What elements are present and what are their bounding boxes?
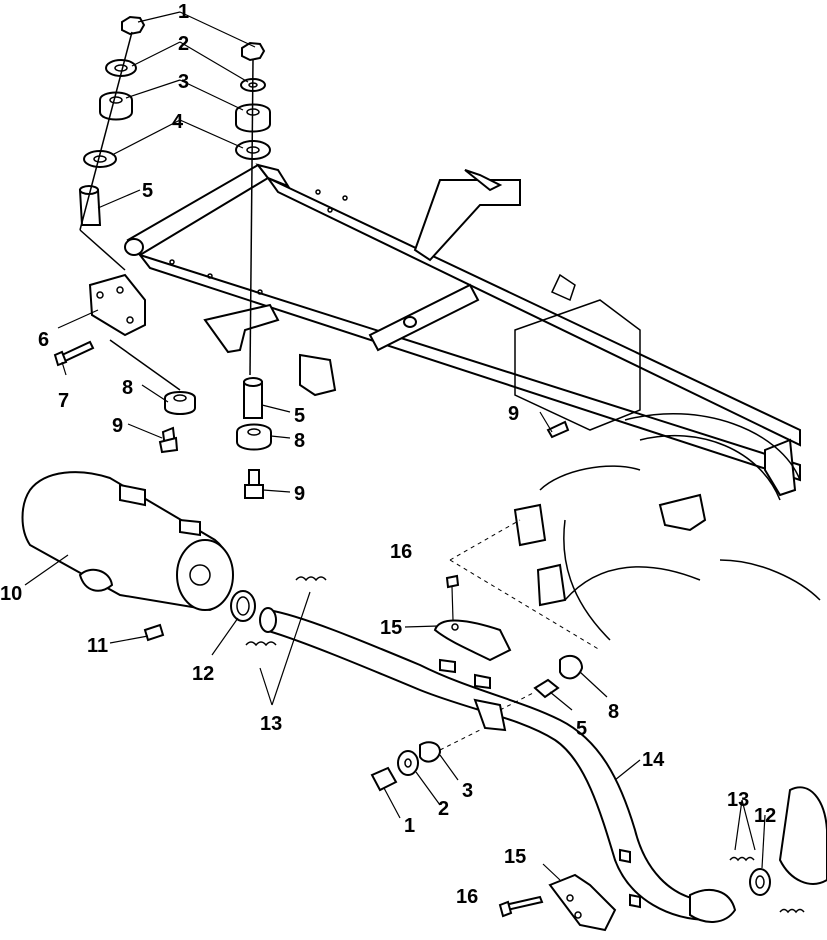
left-bracket-group (53, 229, 196, 454)
callout-9-center: 9 (294, 483, 305, 505)
callout-5-lower: 5 (576, 718, 587, 740)
muffler-group (21, 471, 327, 647)
callout-14: 14 (642, 749, 665, 771)
callout-6: 6 (38, 329, 49, 351)
callout-16-top: 16 (390, 541, 412, 563)
left-mount-stack (78, 15, 146, 231)
bracket-part-15-bottom (548, 873, 617, 932)
callout-11: 11 (87, 635, 108, 657)
bracket-part-6 (88, 273, 146, 337)
callout-7: 7 (58, 390, 69, 412)
callout-13-right: 13 (727, 789, 749, 811)
nut-part-1-center (241, 41, 266, 62)
bolt-part-9-right (546, 420, 570, 439)
callout-3-top: 3 (178, 71, 189, 93)
gasket-part-12 (230, 590, 256, 622)
bolt-part-16-top (445, 574, 460, 589)
spring-part-13b (245, 641, 277, 647)
nut-part-1 (121, 15, 146, 36)
callout-12-left: 12 (192, 663, 214, 685)
callout-2-top: 2 (178, 33, 189, 55)
exhaust-pipe-group (259, 607, 737, 923)
callout-9-left: 9 (112, 415, 123, 437)
callout-5-center: 5 (294, 405, 305, 427)
callout-15-top: 15 (380, 617, 402, 639)
frame (124, 163, 821, 651)
callout-8-center: 8 (294, 430, 305, 452)
leader-lines (24, 11, 766, 881)
callout-3-lower: 3 (462, 780, 473, 802)
callout-10: 10 (0, 583, 22, 605)
callout-5-left: 5 (142, 180, 153, 202)
callout-1-top: 1 (178, 1, 189, 23)
bolt-part-7 (60, 340, 95, 363)
callout-16-bottom: 16 (456, 886, 478, 908)
right-elbow-group (729, 786, 827, 914)
callout-8-lower: 8 (608, 701, 619, 723)
brackets-15-16 (433, 574, 617, 932)
callout-9-right: 9 (508, 403, 519, 425)
callout-15-bottom: 15 (504, 846, 526, 868)
bolt-part-11 (143, 623, 165, 642)
callout-4: 4 (172, 111, 184, 133)
grommet-part-3 (99, 91, 133, 121)
callout-13-left: 13 (260, 713, 282, 735)
grommet-part-8 (164, 391, 196, 415)
callout-1-lower: 1 (404, 815, 415, 837)
center-lower-stack (236, 377, 272, 499)
center-mount-stack (235, 41, 271, 376)
callout-2-lower: 2 (438, 798, 449, 820)
callout-12-right: 12 (754, 805, 776, 827)
lower-mount-stack (370, 654, 584, 792)
callout-numbers: 1 2 3 4 5 6 7 8 9 5 8 9 9 10 11 12 13 16… (0, 1, 776, 908)
spring-part-13a (295, 576, 327, 582)
bracket-part-15-top (433, 619, 512, 662)
callout-8-left: 8 (122, 377, 133, 399)
